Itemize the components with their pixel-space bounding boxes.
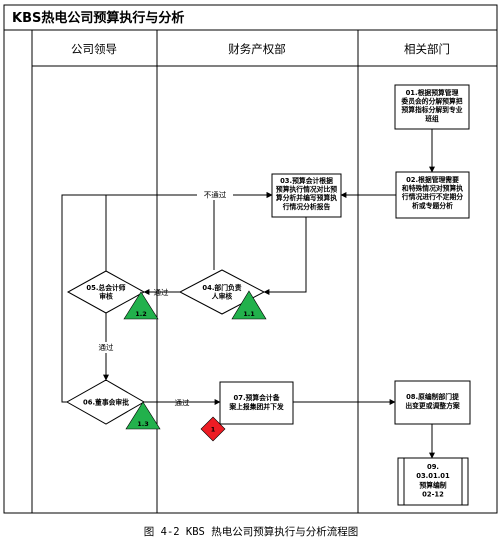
diagram-title: KBS热电公司预算执行与分析 [12, 10, 184, 26]
flag-label: 1.3 [137, 420, 149, 428]
node-05-text: 05.总会计师审核 [86, 283, 125, 301]
node-06-text: 06.董事会审批 [83, 398, 129, 407]
edge-label-pass: 通过 [99, 342, 114, 352]
node-09-box [397, 457, 469, 506]
node-03-box [271, 173, 342, 218]
node-01-text: 01.根据预算管理委员会的分解预算把预算指标分解到专业班组 [401, 88, 462, 123]
node-04-text: 04.部门负责人审核 [202, 283, 241, 301]
edge-04-reject-to-03 [213, 192, 273, 270]
node-03-text: 03.预算会计根据预算执行情况对比预算分析并编写预算执行情况分析报告 [275, 176, 337, 211]
node-01-box [394, 84, 470, 130]
diagram-frame [3, 4, 498, 514]
node-07-text: 07.预算会计备案上报集团并下发 [228, 393, 284, 411]
label-mask [96, 342, 116, 353]
lane-header-company-leaders: 公司领导 [71, 42, 117, 56]
node-05-diamond [66, 270, 146, 314]
flag-triangle-1-3 [125, 401, 161, 430]
edge-03-to-04 [263, 216, 307, 295]
flag-label: 1.1 [243, 310, 255, 318]
node-07-box [219, 381, 294, 425]
node-02-box [395, 171, 470, 219]
edge-label-reject: 不通过 [204, 190, 227, 200]
node-08-box [394, 380, 471, 425]
node-02-text: 02.根据管理需要和特殊情况对预算执行情况进行不定期分析或专题分析 [401, 175, 463, 210]
flag-label: 1.2 [135, 310, 147, 318]
lane-header-finance-dept: 财务产权部 [228, 42, 286, 56]
flag-diamond-1 [200, 416, 226, 442]
node-06-diamond [65, 379, 145, 425]
figure-caption: 图 4-2 KBS 热电公司预算执行与分析流程图 [144, 525, 358, 538]
flag-triangle-1-1 [231, 290, 267, 320]
flag-label: 1 [211, 426, 216, 434]
flag-triangle-1-2 [123, 291, 159, 320]
label-mask [197, 189, 233, 200]
edge-06-reject-to-03 [61, 192, 273, 403]
edge-label-pass: 通过 [175, 398, 190, 408]
edge-label-pass: 通过 [154, 287, 169, 297]
lane-header-related-dept: 相关部门 [404, 42, 450, 56]
node-08-text: 08.原编制部门提出变更或调整方案 [405, 392, 460, 410]
